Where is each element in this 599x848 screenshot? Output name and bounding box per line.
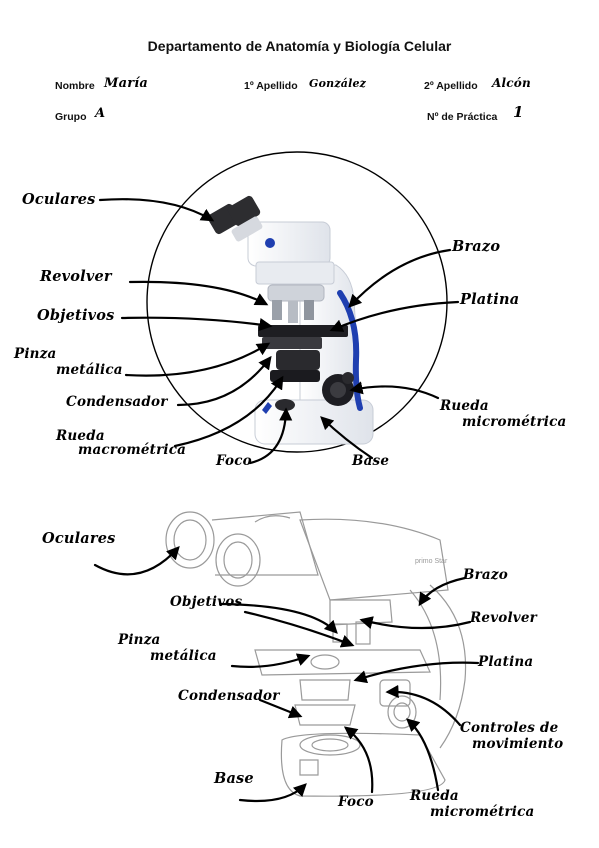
label-micro-2-line2: micrométrica — [430, 804, 535, 820]
arrow-brazo-1 — [348, 248, 452, 308]
diagram1-arrows — [98, 198, 460, 465]
svg-text:primo Star: primo Star — [415, 558, 448, 565]
arrow-condensador-1 — [176, 355, 272, 407]
label-pinza-1-line1: Pinza — [14, 346, 57, 362]
apellido2-value: Alcón — [492, 76, 531, 90]
apellido1-label: 1º Apellido — [244, 80, 298, 92]
label-brazo-2: Brazo — [463, 567, 508, 583]
arrow-objetivos-2-b — [243, 610, 355, 648]
label-pinza-2-line1: Pinza — [118, 632, 161, 648]
arrow-platina-2 — [353, 661, 480, 684]
arrow-objetivos-2-a — [218, 602, 338, 634]
label-controles-2-line1: Controles de — [460, 720, 559, 736]
label-micro-1-line2: micrométrica — [462, 414, 567, 430]
label-platina-1: Platina — [460, 291, 520, 308]
arrow-oculares-1 — [98, 198, 215, 222]
label-foco-1: Foco — [216, 453, 252, 469]
microscope-photo — [207, 195, 374, 445]
label-micro-2-line1: Rueda — [410, 788, 459, 804]
label-condensador-2: Condensador — [178, 688, 280, 704]
label-base-2: Base — [214, 770, 254, 787]
practica-value: 1 — [513, 103, 524, 121]
arm-accent — [337, 290, 363, 411]
arrow-revolver-1 — [128, 280, 269, 306]
practica-label: Nº de Práctica — [427, 111, 498, 123]
label-pinza-2-line2: metálica — [150, 648, 217, 664]
arrow-pinza-2 — [230, 653, 311, 668]
grupo-value: A — [95, 106, 106, 121]
arrow-foco-2 — [343, 726, 374, 794]
arrow-base-2 — [238, 783, 307, 803]
arrow-pinza-1 — [124, 342, 271, 377]
arrow-foco-1 — [248, 407, 293, 465]
apellido1-value: González — [309, 77, 367, 90]
label-oculares-2: Oculares — [42, 530, 116, 547]
label-foco-2: Foco — [338, 794, 374, 810]
label-objetivos-2: Objetivos — [170, 594, 243, 610]
arrow-revolver-2 — [359, 616, 472, 630]
label-revolver-2: Revolver — [470, 610, 537, 626]
label-brazo-1: Brazo — [452, 238, 501, 255]
label-macro-1-line2: macrométrica — [78, 442, 187, 458]
label-base-1: Base — [352, 453, 390, 469]
nombre-value: María — [104, 76, 149, 91]
label-oculares-1: Oculares — [22, 191, 96, 208]
microscope-sketch: primo Star — [165, 511, 467, 797]
arrow-brazo-2 — [418, 576, 467, 607]
label-micro-1-line1: Rueda — [440, 398, 489, 414]
label-revolver-1: Revolver — [40, 268, 112, 285]
label-controles-2-line2: movimiento — [472, 736, 564, 752]
label-condensador-1: Condensador — [66, 394, 168, 410]
arrow-objetivos-1 — [120, 316, 273, 332]
apellido2-label: 2º Apellido — [424, 80, 478, 92]
arrow-condensador-2 — [258, 698, 303, 719]
nombre-label: Nombre — [55, 80, 95, 92]
label-pinza-1-line2: metálica — [56, 362, 123, 378]
label-objetivos-1: Objetivos — [37, 307, 115, 324]
arrow-oculares-2 — [93, 546, 180, 576]
arrow-platina-1 — [329, 300, 460, 332]
arrow-micro-2 — [406, 718, 440, 792]
page-title: Departamento de Anatomía y Biología Celu… — [147, 38, 452, 54]
arrow-base-1 — [320, 416, 374, 460]
arrow-micro-1 — [349, 381, 440, 400]
label-macro-1-line1: Rueda — [56, 428, 105, 444]
arrow-macro-1 — [173, 375, 284, 448]
arrow-controles-2 — [385, 684, 462, 727]
grupo-label: Grupo — [55, 111, 87, 123]
eyepieces — [207, 195, 263, 242]
label-platina-2: Platina — [478, 654, 534, 670]
diagram2-arrows — [93, 546, 480, 803]
